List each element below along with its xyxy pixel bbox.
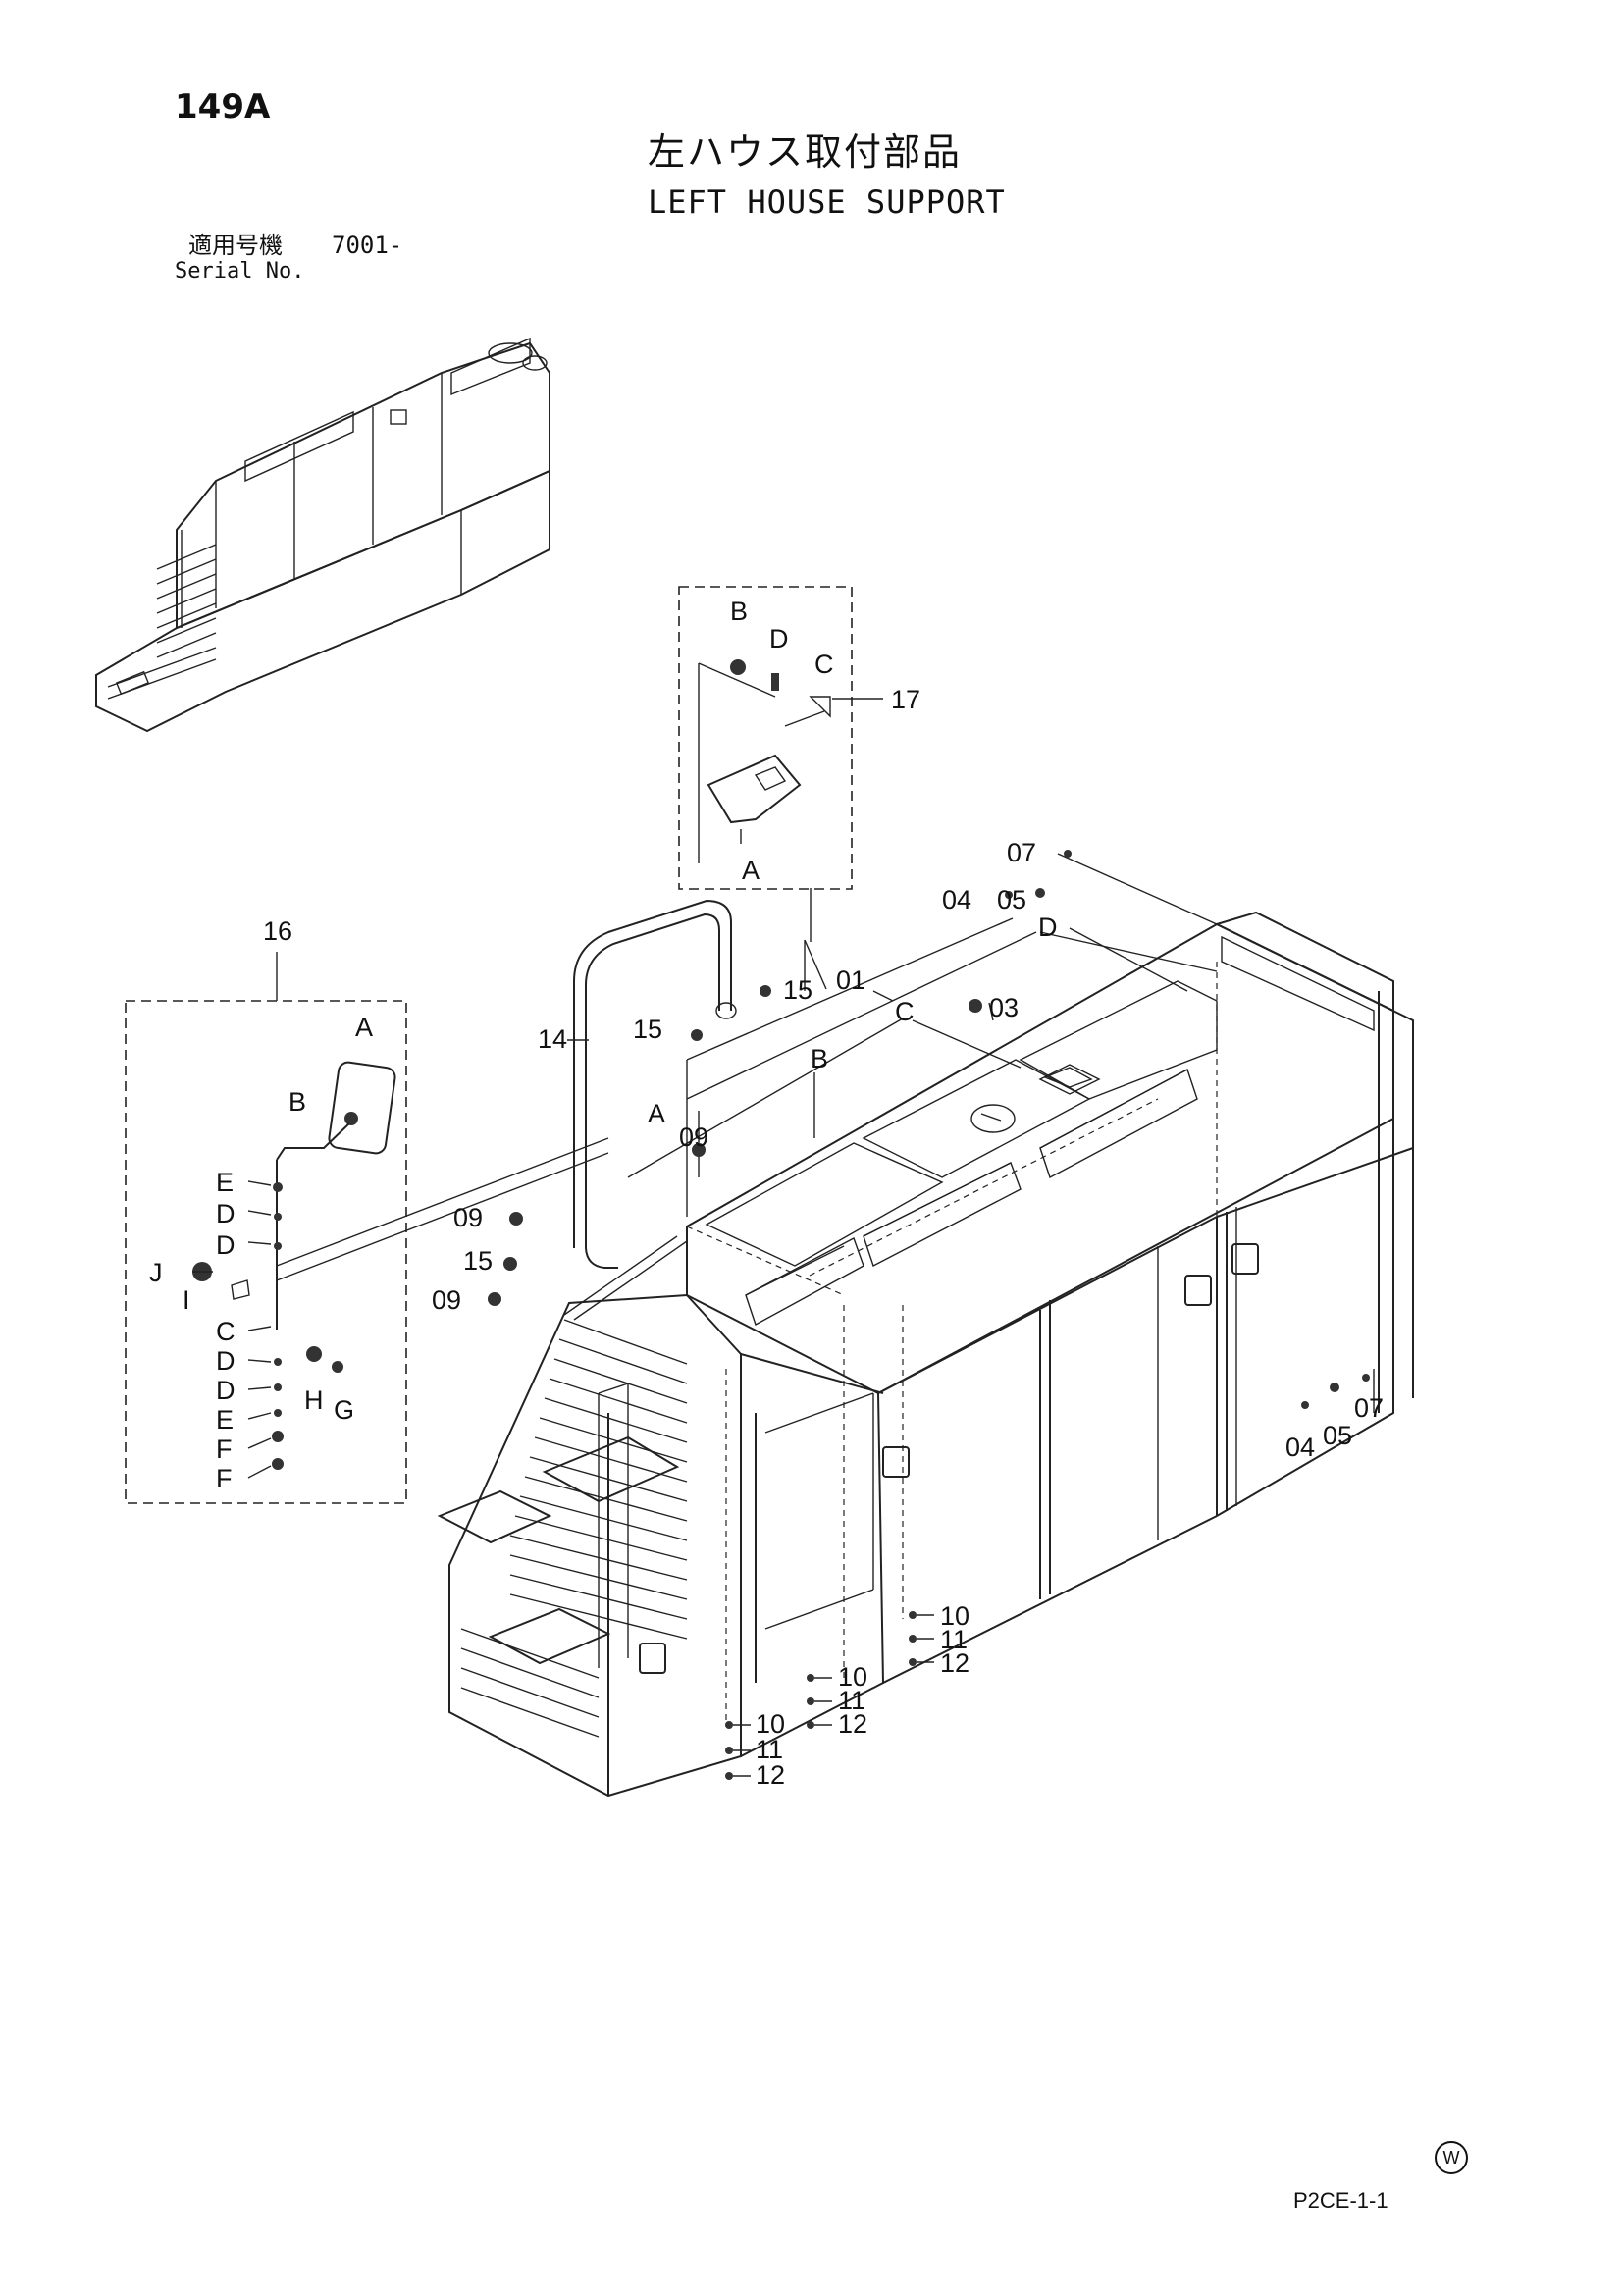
label-H-box16: H [304, 1385, 324, 1415]
title-english: LEFT HOUSE SUPPORT [648, 183, 1006, 221]
main-house-assembly [437, 850, 1414, 1798]
callout-04-b: 04 [1285, 1433, 1315, 1462]
callout-07-a: 07 [1007, 838, 1036, 867]
serial-label-english: Serial No. [175, 259, 305, 284]
callout-09-a: 09 [679, 1122, 708, 1152]
label-E-box16-b: E [216, 1405, 234, 1435]
callout-12-a: 12 [940, 1648, 969, 1678]
label-D-box16-d: D [216, 1376, 236, 1405]
label-E-box16-a: E [216, 1168, 234, 1197]
w-circle-mark: W [1435, 2141, 1468, 2174]
detail-box-16 [125, 952, 609, 1504]
label-D-box16-c: D [216, 1346, 236, 1376]
callout-15-c: 15 [463, 1246, 493, 1276]
label-D-box17: D [769, 624, 789, 653]
callout-12-b: 12 [838, 1709, 867, 1739]
page-code: P2CE-1-1 [1293, 2188, 1388, 2213]
label-D-box16-a: D [216, 1199, 236, 1228]
callout-07-b: 07 [1354, 1393, 1384, 1423]
detail-box-17 [678, 586, 883, 890]
overview-thumbnail [95, 337, 550, 733]
callout-14: 14 [538, 1024, 567, 1054]
callout-10-a: 10 [940, 1601, 969, 1631]
label-C-box16: C [216, 1317, 236, 1346]
callout-01: 01 [836, 965, 865, 995]
label-F-box16-b: F [216, 1464, 233, 1493]
label-J-box16: J [149, 1258, 163, 1287]
thumbnail-steps [156, 530, 217, 658]
label-A-box16: A [355, 1013, 373, 1042]
callout-11-c: 11 [756, 1735, 783, 1764]
callout-09-b: 09 [453, 1203, 483, 1232]
label-G-box16: G [334, 1395, 354, 1425]
label-B-box16: B [288, 1087, 306, 1117]
callout-15-a: 15 [633, 1015, 662, 1044]
label-C-main: C [895, 997, 915, 1026]
callout-03: 03 [989, 993, 1019, 1022]
label-B-box17: B [730, 597, 748, 626]
label-A-box17: A [742, 856, 760, 885]
stair-rungs [460, 1319, 688, 1738]
callout-12-c: 12 [756, 1760, 785, 1790]
label-I-box16: I [183, 1285, 190, 1315]
callout-09-c: 09 [432, 1285, 461, 1315]
label-D-box16-b: D [216, 1230, 236, 1260]
label-C-box17: C [814, 650, 834, 679]
callout-15-b: 15 [783, 975, 812, 1005]
label-D-main: D [1038, 913, 1058, 942]
serial-number: 7001- [332, 232, 403, 259]
label-B-main: B [811, 1044, 828, 1073]
callout-16: 16 [263, 916, 292, 946]
callout-05-b: 05 [1323, 1421, 1352, 1450]
callout-17: 17 [891, 685, 920, 714]
title-japanese: 左ハウス取付部品 [648, 130, 963, 174]
callout-10-c: 10 [756, 1709, 785, 1739]
callout-05-a: 05 [997, 885, 1026, 914]
callout-10-b: 10 [838, 1662, 867, 1692]
serial-label-japanese: 適用号機 [188, 232, 283, 259]
callout-11-b: 11 [838, 1686, 865, 1715]
label-F-box16-a: F [216, 1435, 233, 1464]
callout-11-a: 11 [940, 1625, 968, 1654]
callout-04-a: 04 [942, 885, 971, 914]
page-number: 149A [175, 87, 271, 127]
label-A-main: A [648, 1099, 665, 1128]
